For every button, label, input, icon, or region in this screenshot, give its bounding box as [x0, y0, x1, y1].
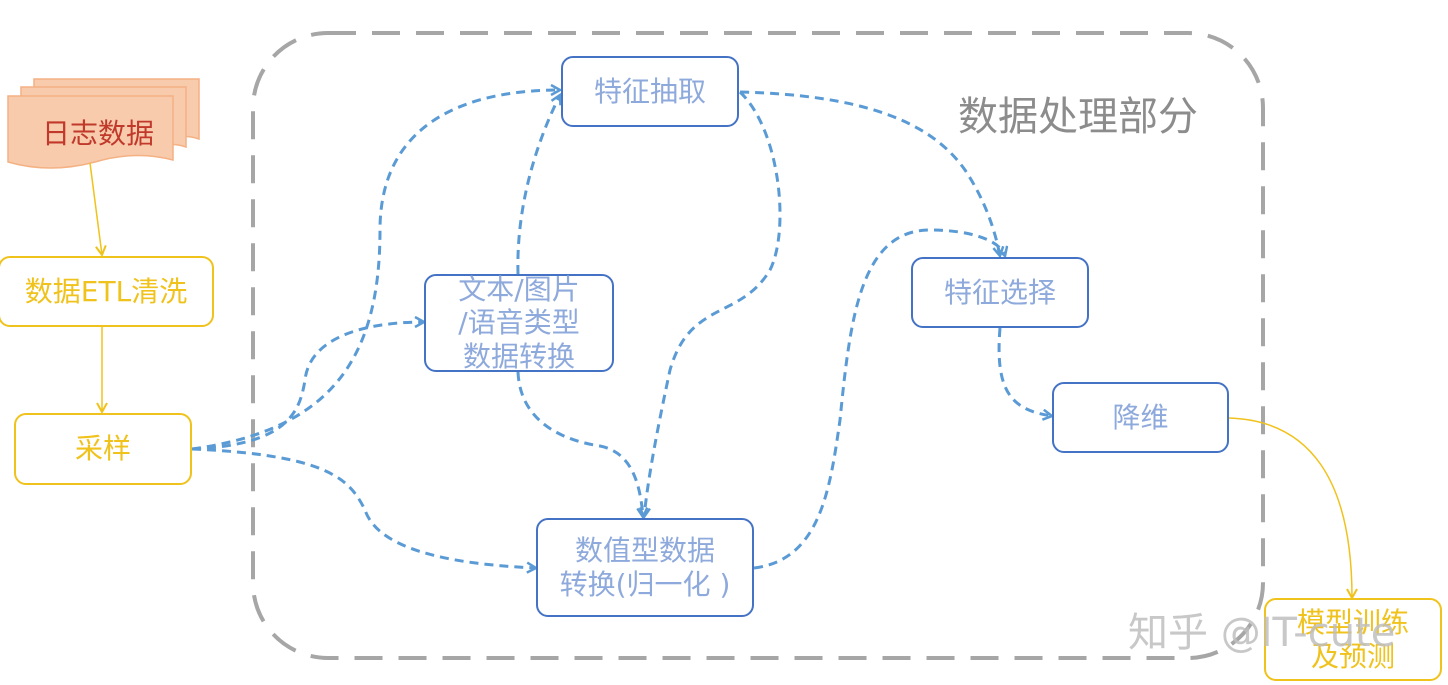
model-training-line-2: 及预测 — [1310, 639, 1395, 673]
arrow-feature-extraction-to-feature-selection — [739, 90, 1000, 256]
feature-selection-node: 特征选择 — [911, 257, 1089, 328]
dimension-reduction-label: 降维 — [1112, 400, 1169, 434]
arrow-feature-selection-to-dimension-reduction — [997, 327, 1052, 416]
model-training-line-1: 模型训练 — [1296, 606, 1409, 640]
arrow-media-up-to-feature-extraction — [516, 95, 560, 275]
arrow-sampling-to-feature-extraction — [191, 90, 560, 451]
arrow-feature-extraction-to-numeric-conversion — [644, 90, 782, 517]
log-data-label: 日志数据 — [41, 117, 154, 150]
feature-extraction-label: 特征抽取 — [593, 74, 706, 108]
arrow-sampling-to-media-conversion — [191, 322, 424, 451]
sampling-label: 采样 — [74, 432, 131, 466]
etl-clean-node: 数据ETL清洗 — [0, 256, 214, 327]
media-conversion-line-3: 数据转换 — [462, 339, 575, 373]
group-title: 数据处理部分 — [958, 94, 1198, 140]
arrow-reduction-to-model — [1227, 417, 1352, 598]
arrow-media-to-numeric-conversion — [516, 371, 643, 517]
arrow-sampling-to-numeric-conversion — [191, 447, 536, 568]
arrow-numeric-to-feature-selection — [753, 228, 1005, 570]
model-training-node: 模型训练 及预测 — [1264, 598, 1442, 681]
feature-selection-label: 特征选择 — [943, 275, 1056, 309]
watermark: 知乎 @IT-cute — [1128, 610, 1396, 656]
data-processing-group — [251, 31, 1265, 660]
media-conversion-line-2: /语音类型 — [458, 306, 580, 340]
sampling-node: 采样 — [14, 413, 192, 485]
etl-clean-label: 数据ETL清洗 — [24, 274, 188, 308]
numeric-conversion-node: 数值型数据 转换(归一化 ) — [536, 518, 754, 617]
feature-extraction-node: 特征抽取 — [561, 56, 739, 127]
arrow-log-to-etl — [89, 162, 102, 255]
numeric-conversion-line-1: 数值型数据 — [574, 534, 715, 568]
log-data-icon — [7, 78, 200, 169]
media-conversion-line-1: 文本/图片 — [458, 273, 580, 307]
numeric-conversion-line-2: 转换(归一化 ) — [559, 567, 731, 601]
dimension-reduction-node: 降维 — [1052, 382, 1229, 453]
media-conversion-node: 文本/图片 /语音类型 数据转换 — [424, 273, 614, 373]
